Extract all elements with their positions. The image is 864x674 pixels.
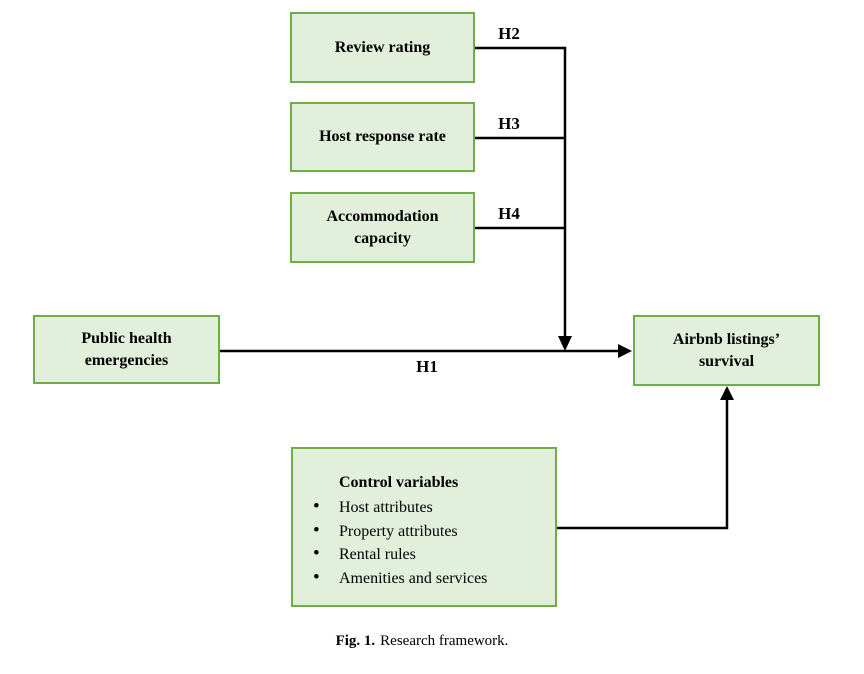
host-response-rate-box: Host response rate xyxy=(290,102,475,172)
public-health-emergencies-box: Public health emergencies xyxy=(33,315,220,384)
down-arrowhead xyxy=(558,336,572,351)
review-rating-label: Review rating xyxy=(334,38,431,56)
control-variables-list: Host attributes Property attributes Rent… xyxy=(293,495,555,591)
host-response-rate-label: Host response rate xyxy=(319,128,446,145)
h3-label: H3 xyxy=(498,114,520,133)
up-arrowhead xyxy=(720,386,734,400)
public-health-emergencies-label: Public health emergencies xyxy=(81,329,172,369)
control-variables-box: Control variables Host attributes Proper… xyxy=(291,447,557,607)
review-rating-box: Review rating xyxy=(290,12,475,83)
right-arrowhead xyxy=(618,344,632,358)
airbnb-survival-box: Airbnb listings’ survival xyxy=(633,315,820,386)
h2-label: H2 xyxy=(498,24,520,43)
h1-label: H1 xyxy=(416,357,438,376)
list-item: Rental rules xyxy=(313,542,555,567)
list-item: Property attributes xyxy=(313,519,555,544)
list-item: Amenities and services xyxy=(313,566,555,591)
control-variables-title: Control variables xyxy=(339,474,459,491)
figure-caption-number: Fig. 1. xyxy=(335,633,376,649)
figure-caption-text: Research framework. xyxy=(380,633,509,649)
list-item: Host attributes xyxy=(313,495,555,520)
h4-label: H4 xyxy=(498,204,520,223)
airbnb-survival-label: Airbnb listings’ survival xyxy=(672,330,781,370)
accommodation-capacity-box: Accommodation capacity xyxy=(290,192,475,263)
accommodation-capacity-label: Accommodation capacity xyxy=(326,207,439,247)
figure-caption: Fig. 1.Research framework. xyxy=(0,633,844,650)
